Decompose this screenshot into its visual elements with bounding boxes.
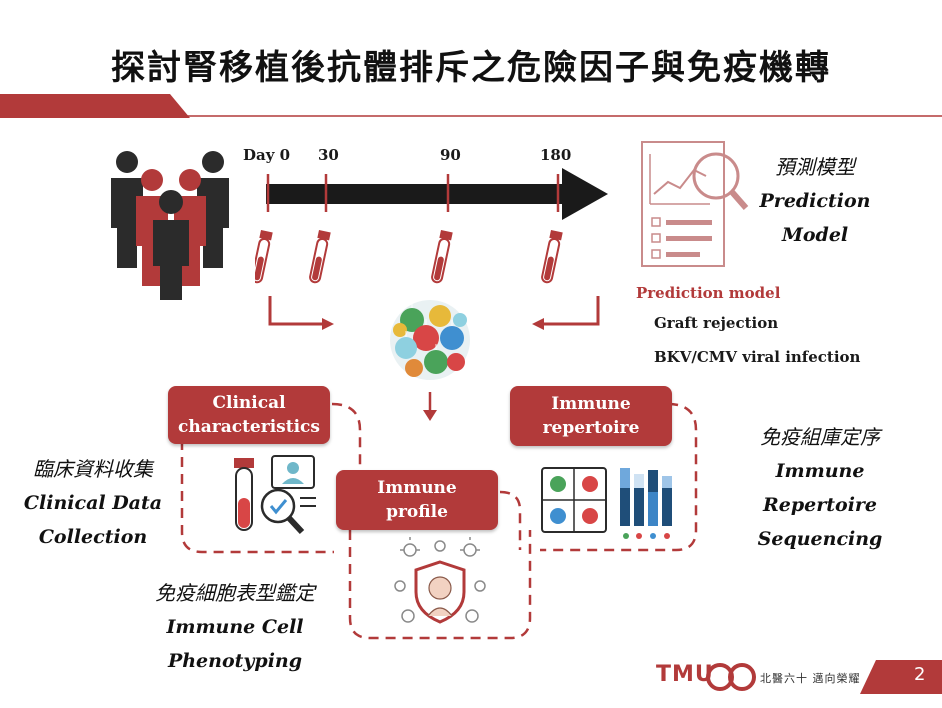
page-number: 2 (914, 664, 926, 685)
immune-cells-icon (390, 300, 470, 380)
timeline-day-90: 90 (440, 146, 461, 164)
prediction-caption: 預測模型 Prediction Model (740, 150, 890, 252)
prediction-item-graft-rejection: Graft rejection (654, 314, 779, 332)
immune-phenotyping-icon (394, 537, 486, 624)
page-number-tab (860, 660, 942, 694)
blood-tube-icon (255, 230, 273, 284)
repertoire-caption-en-1: Immune Repertoire (762, 460, 878, 516)
repertoire-caption-zh: 免疫組庫定序 (760, 425, 880, 449)
down-arrow-icon (423, 392, 437, 421)
timeline-day-0: Day 0 (243, 146, 291, 164)
clinical-caption-zh: 臨床資料收集 (33, 457, 153, 481)
tmu-logo: TMU (656, 662, 714, 687)
prediction-caption-en-1: Prediction (759, 190, 871, 212)
sample-flow-arrows (268, 296, 600, 330)
prediction-caption-zh: 預測模型 (775, 155, 855, 179)
repertoire-caption: 免疫組庫定序 Immune Repertoire Sequencing (720, 420, 920, 556)
slide-title: 探討腎移植後抗體排斥之危險因子與免疫機轉 (111, 48, 831, 88)
clinical-caption: 臨床資料收集 Clinical Data Collection (6, 452, 180, 554)
timeline-day-180: 180 (540, 146, 572, 164)
immune-profile-caption-en-1: Immune Cell (166, 616, 304, 638)
immune-profile-caption: 免疫細胞表型鑑定 Immune Cell Phenotyping (130, 576, 340, 678)
prediction-model-title: Prediction model (636, 284, 781, 302)
title-underline (0, 94, 942, 118)
immune-profile-caption-zh: 免疫細胞表型鑑定 (155, 581, 315, 605)
clinical-caption-en-1: Clinical Data (23, 492, 163, 514)
repertoire-caption-en-2: Sequencing (757, 528, 883, 550)
immune-profile-caption-en-2: Phenotyping (167, 650, 303, 672)
footer-slogan: 北醫六十 邁向榮耀 (760, 672, 861, 685)
tmu-60-logo-mark (706, 663, 756, 691)
timeline-arrow (266, 168, 608, 220)
timeline-day-30: 30 (318, 146, 339, 164)
clinical-data-icon (234, 455, 316, 535)
immune-repertoire-label: Immune repertoire (510, 386, 672, 446)
prediction-caption-en-2: Model (781, 224, 849, 246)
patient-group-icon (111, 151, 229, 300)
clinical-characteristics-label: Clinical characteristics (168, 386, 330, 444)
prediction-item-viral-infection: BKV/CMV viral infection (654, 348, 861, 366)
sequencing-icon (541, 467, 672, 539)
immune-profile-label: Immune profile (336, 470, 498, 530)
blood-sample-tubes (255, 230, 563, 284)
clinical-caption-en-2: Collection (38, 526, 148, 548)
prediction-chart-icon (641, 141, 749, 267)
